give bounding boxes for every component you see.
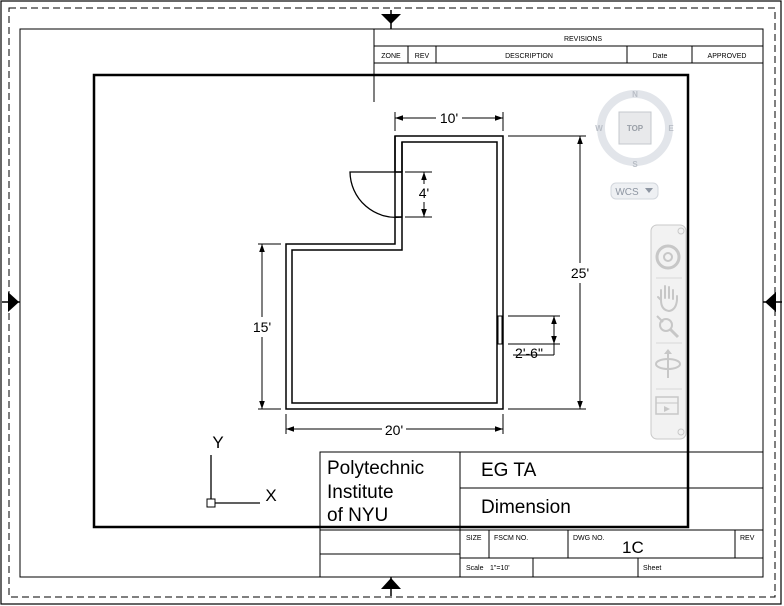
scale-label: Scale — [466, 565, 484, 572]
wcs-dropdown-icon[interactable] — [645, 188, 653, 193]
dim-bottom-width[interactable]: 20' — [385, 422, 403, 438]
compass-east[interactable]: E — [668, 124, 674, 133]
scale-value: 1"=10' — [490, 565, 510, 572]
viewcube[interactable]: TOP N S E W WCS — [595, 90, 674, 200]
sheet-label: Sheet — [643, 565, 661, 572]
viewcube-face-label[interactable]: TOP — [627, 124, 644, 133]
compass-north[interactable]: N — [632, 90, 638, 99]
wcs-label[interactable]: WCS — [615, 187, 639, 198]
col-zone: ZONE — [381, 53, 401, 60]
institution-line-3: of NYU — [327, 505, 388, 526]
wall-inner[interactable] — [291, 141, 498, 404]
course-name: EG TA — [481, 460, 537, 481]
ucs-icon: Y X — [206, 433, 277, 508]
size-label: SIZE — [466, 535, 482, 542]
door-swing[interactable] — [349, 171, 403, 219]
dimensions[interactable]: 10' 4' 25' 15' 2'-6" 20' — [253, 110, 589, 438]
revisions-table: REVISIONS ZONE REV DESCRIPTION Date APPR… — [373, 29, 763, 102]
compass-west[interactable]: W — [595, 124, 603, 133]
dim-window[interactable]: 2'-6" — [515, 345, 543, 361]
col-description: DESCRIPTION — [505, 53, 553, 60]
revisions-title: REVISIONS — [564, 36, 602, 43]
col-approved: APPROVED — [708, 53, 747, 60]
zoom-icon[interactable] — [656, 315, 680, 339]
viewport-frame[interactable] — [92, 73, 690, 529]
wcs-menu-button[interactable] — [610, 182, 659, 200]
steering-wheel-icon[interactable] — [655, 244, 681, 270]
dim-left-height[interactable]: 15' — [253, 319, 271, 335]
floor-plan[interactable] — [285, 135, 504, 410]
viewcube-top-face[interactable] — [618, 111, 652, 145]
dwg-label: DWG NO. — [573, 535, 605, 542]
institution-line-1: Polytechnic — [327, 458, 424, 479]
institution-line-2: Institute — [327, 482, 394, 503]
navigation-bar[interactable] — [650, 224, 687, 440]
title-block: Polytechnic Institute of NYU EG TA Dimen… — [319, 451, 764, 578]
ucs-y-label: Y — [212, 433, 223, 452]
showmotion-icon[interactable] — [655, 396, 679, 415]
navbar-options-icon[interactable] — [677, 428, 685, 436]
fscm-label: FSCM NO. — [494, 535, 528, 542]
col-rev: REV — [415, 53, 430, 60]
viewcube-compass-ring[interactable] — [597, 90, 673, 166]
dwg-number: 1C — [622, 538, 644, 557]
dim-door-depth[interactable]: 4' — [419, 185, 429, 201]
orbit-icon[interactable] — [655, 349, 681, 378]
wall-outer[interactable] — [285, 135, 504, 410]
drawing-title: Dimension — [481, 497, 571, 518]
dim-top-width[interactable]: 10' — [440, 110, 458, 126]
window[interactable] — [497, 315, 503, 345]
dim-right-height[interactable]: 25' — [571, 265, 589, 281]
compass-south[interactable]: S — [632, 160, 638, 169]
ucs-x-label: X — [265, 486, 276, 505]
pan-hand-icon[interactable] — [657, 285, 678, 313]
rev-label: REV — [740, 535, 755, 542]
navbar-close-icon[interactable] — [677, 227, 685, 235]
col-date: Date — [653, 53, 668, 60]
